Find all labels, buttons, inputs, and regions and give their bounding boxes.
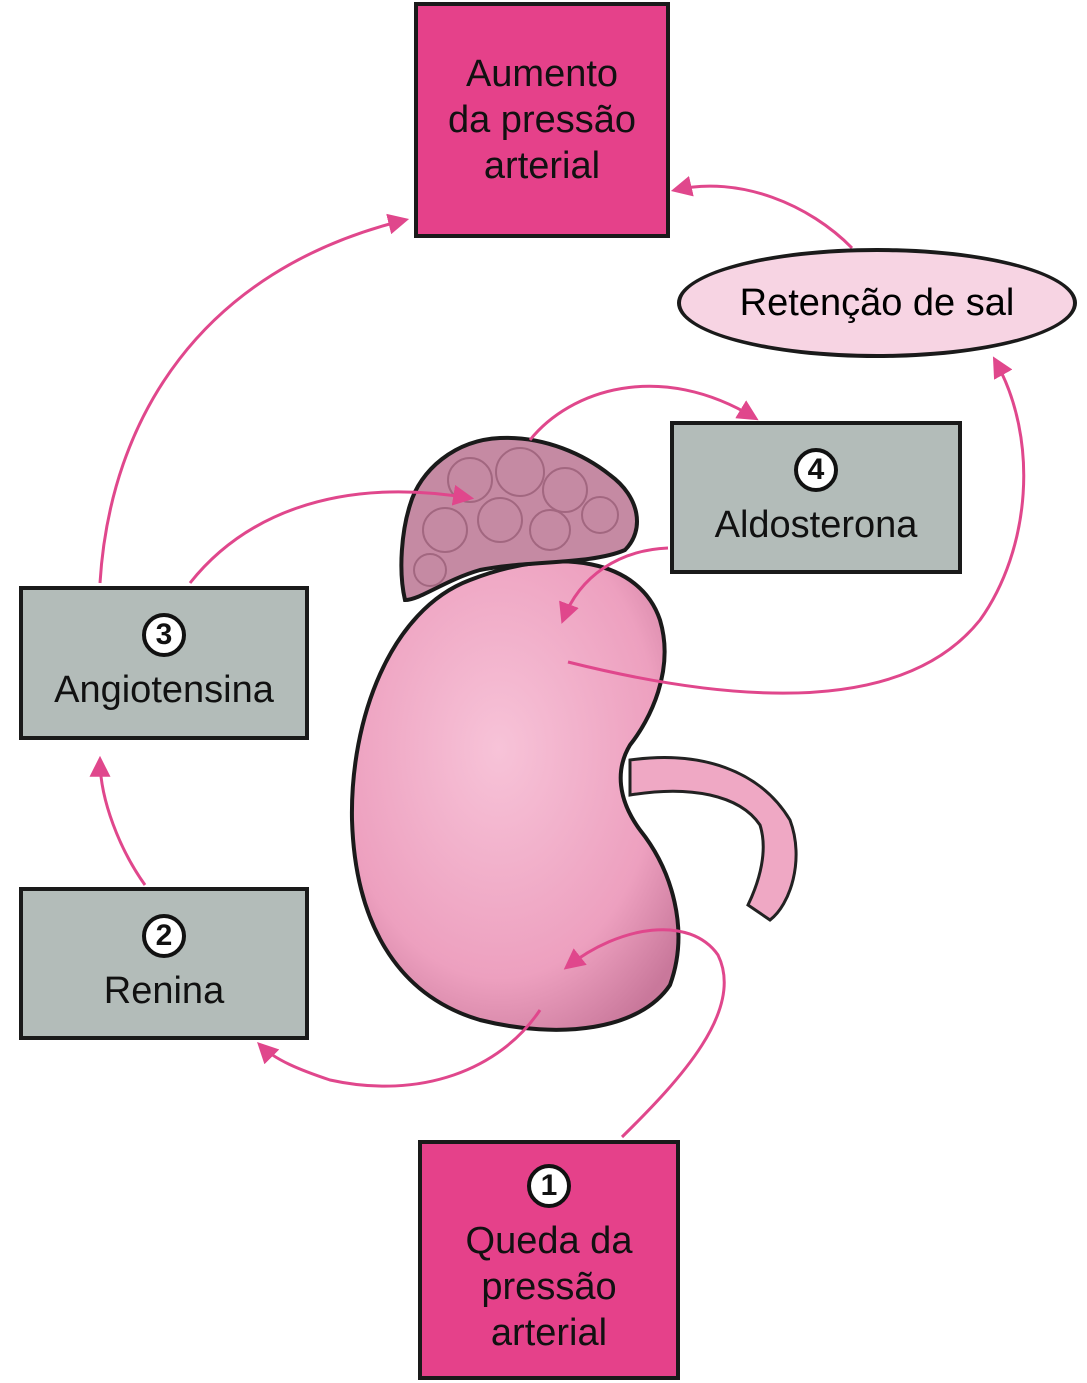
step-number-3: 3 xyxy=(142,613,186,657)
step-number-2: 2 xyxy=(142,914,186,958)
node-aldosterona: 4 Aldosterona xyxy=(670,421,962,574)
step-number-4: 4 xyxy=(794,448,838,492)
node-aldosterona-label: Aldosterona xyxy=(715,502,918,548)
step-number-1: 1 xyxy=(527,1164,571,1208)
node-renina: 2 Renina xyxy=(19,887,309,1040)
node-retencao-sal: Retenção de sal xyxy=(677,248,1077,358)
node-retencao-label: Retenção de sal xyxy=(740,280,1015,326)
arrow-renina-to-angiotensina xyxy=(100,760,145,885)
node-aumento-pressao: Aumento da pressão arterial xyxy=(414,2,670,238)
node-aumento-label: Aumento da pressão arterial xyxy=(448,51,636,189)
node-queda-label: Queda da pressão arterial xyxy=(466,1218,633,1356)
node-renina-label: Renina xyxy=(104,968,224,1014)
node-angiotensina: 3 Angiotensina xyxy=(19,586,309,740)
node-queda-pressao: 1 Queda da pressão arterial xyxy=(418,1140,680,1380)
node-angiotensina-label: Angiotensina xyxy=(54,667,274,713)
arrow-retencao-to-aumento xyxy=(675,186,852,248)
